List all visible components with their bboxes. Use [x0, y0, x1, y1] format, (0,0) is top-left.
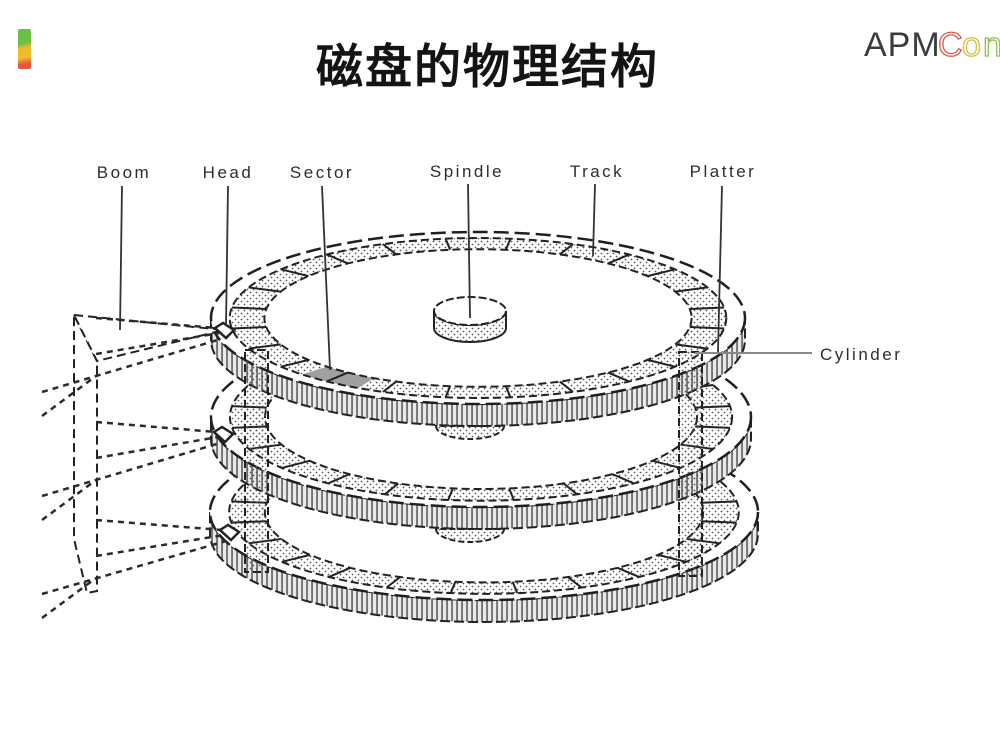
page-title: 磁盘的物理结构: [316, 40, 659, 93]
sector-divider: [652, 459, 681, 469]
read-write-head: [211, 425, 235, 444]
cylinder-band-left: [244, 349, 269, 573]
read-write-head: [217, 523, 241, 542]
boom-plate: [73, 314, 98, 595]
boom-assembly: [41, 313, 241, 620]
boom-arm-line: [95, 518, 223, 532]
sector-divider: [382, 243, 397, 256]
sector-divider: [647, 358, 676, 368]
sector-divider: [326, 371, 349, 383]
boom-arms-and-heads: [41, 316, 241, 620]
leader-lines: [119, 183, 812, 371]
sector-divider: [281, 553, 311, 563]
sector-divider: [280, 358, 309, 368]
sector-divider: [504, 385, 512, 398]
track-outer-edge: [228, 237, 728, 399]
sector-divider: [444, 385, 452, 398]
platter-rim: [210, 416, 752, 530]
sector-divider: [701, 520, 737, 524]
sector-divider: [328, 566, 351, 578]
track-inner-edge: [263, 248, 693, 388]
sector-divider: [607, 371, 630, 383]
sector-divider: [559, 380, 574, 393]
boom-arm-line: [95, 420, 217, 434]
sector-divider: [567, 576, 583, 589]
sector-divider: [447, 488, 454, 501]
boom-arm-line: [41, 441, 221, 498]
boom-arm-line: [41, 539, 227, 596]
sector-divider: [385, 576, 401, 589]
boom-arm-line: [41, 374, 97, 418]
spindle-hub-bump: [434, 425, 506, 440]
sector-divider: [563, 482, 578, 496]
sector-divider: [248, 286, 281, 293]
boom-arm-line: [41, 576, 97, 620]
sector-divider: [612, 473, 635, 485]
track-leader-line: [592, 183, 596, 257]
sector-divider: [231, 306, 267, 311]
sector-divider: [617, 566, 640, 578]
diagram-labels: Boom Head Sector Spindle Track Platter C…: [97, 162, 902, 364]
spindle-leader-line: [467, 183, 471, 319]
track-label: Track: [570, 162, 624, 181]
sector-divider: [281, 459, 310, 469]
logo-letter-o: o: [962, 26, 982, 64]
spindle-label: Spindle: [430, 162, 504, 181]
sector-divider: [382, 380, 397, 393]
sector-divider: [231, 325, 267, 330]
sector-divider: [511, 581, 519, 594]
platter-label: Platter: [690, 162, 757, 181]
head-leader-line: [225, 185, 229, 327]
boom-arm-line: [95, 533, 225, 558]
platter-rim: [209, 511, 759, 623]
sector-divider: [607, 253, 630, 265]
cylinder-label: Cylinder: [820, 345, 902, 364]
sector-divider: [444, 238, 452, 251]
sector-divider: [248, 343, 281, 350]
cylinder-band-right: [678, 351, 703, 577]
sector-label: Sector: [290, 163, 354, 182]
sector-divider: [326, 253, 349, 265]
sector-divider: [647, 268, 676, 278]
platter-leader-line: [717, 185, 723, 353]
sector-divider: [327, 473, 350, 485]
logo-letter-c: C: [938, 26, 964, 64]
logo-letter-n: n: [983, 26, 1000, 64]
track-outer-edge: [228, 332, 734, 502]
boom-arm-line: [95, 331, 220, 356]
boom-label: Boom: [97, 163, 151, 182]
read-write-head: [212, 321, 236, 340]
spindle-hub-bump: [434, 528, 506, 543]
boom-arm-line: [95, 435, 219, 460]
head-label: Head: [203, 163, 254, 182]
sector-leader-line: [321, 185, 331, 371]
sector-divider: [701, 500, 737, 504]
sector-divider: [675, 286, 708, 293]
boom-arm-line: [41, 337, 222, 394]
sector-divider: [504, 238, 512, 251]
boom-leader-line: [119, 185, 123, 331]
sector-divider: [449, 581, 457, 594]
cylinder-bands: [244, 349, 703, 577]
logo-solid-text: APM: [864, 26, 941, 64]
boom-arm-line: [41, 478, 97, 522]
sector-divider: [675, 343, 708, 350]
apmcon-logo: APM C o n: [864, 25, 1000, 64]
accent-bar: [18, 29, 31, 69]
sector-divider: [384, 482, 399, 496]
sector-divider: [508, 488, 515, 501]
boom-arm-line: [95, 316, 218, 330]
sector-divider: [559, 243, 574, 256]
sector-divider: [280, 268, 309, 278]
